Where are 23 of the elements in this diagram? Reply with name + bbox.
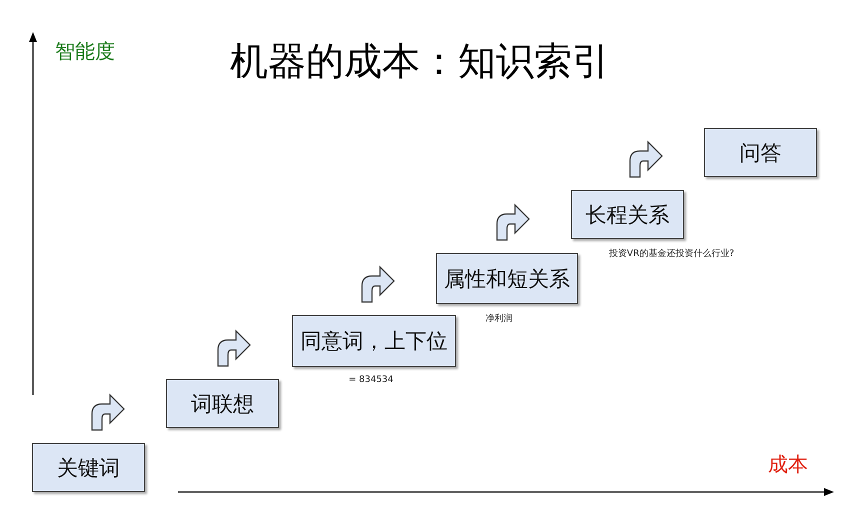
bent-arrow	[629, 141, 663, 178]
axis-label: 智能度	[55, 38, 115, 65]
box-text: 同意词，上下位	[300, 328, 448, 355]
box-text: 词联想	[191, 390, 254, 418]
box-text: 问答	[740, 140, 782, 166]
caption-text: = 834534	[348, 375, 394, 385]
process-box	[704, 128, 817, 177]
box-text: 属性和短关系	[444, 266, 570, 292]
caption-text: 投资VR的基金还投资什么行业?	[608, 248, 734, 260]
process-box	[436, 253, 578, 304]
bent-arrow	[91, 394, 125, 431]
title: 机器的成本：知识索引	[230, 38, 610, 85]
process-box	[166, 379, 279, 428]
bent-arrow	[361, 266, 395, 303]
process-box	[292, 315, 456, 367]
box-text: 长程关系	[586, 202, 670, 228]
process-box	[32, 443, 145, 492]
caption-text: 净利润	[486, 312, 512, 325]
bent-arrow	[496, 204, 530, 241]
bent-arrow	[217, 330, 251, 367]
box-text: 关键词	[57, 454, 120, 482]
process-box	[571, 190, 684, 239]
axis-label: 成本	[768, 451, 808, 478]
